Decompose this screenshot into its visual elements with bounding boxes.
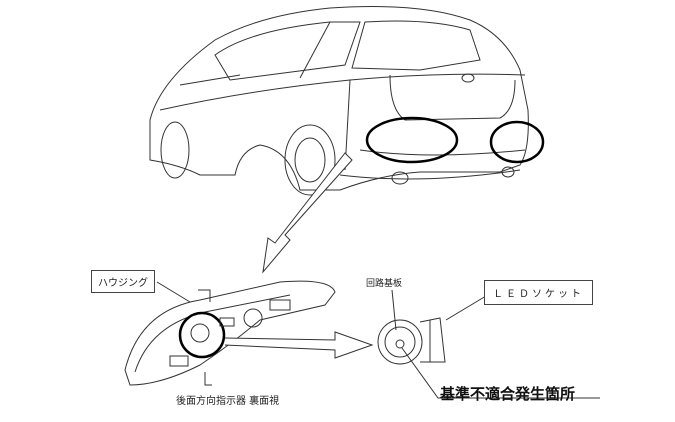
arrow-right bbox=[224, 331, 374, 359]
highlight-circle-right bbox=[489, 120, 545, 164]
arrow-down bbox=[262, 152, 353, 274]
housing-leader bbox=[156, 281, 191, 303]
socket-leader bbox=[445, 295, 487, 321]
housing-label: ハウジング bbox=[91, 270, 155, 293]
car-drawing bbox=[149, 6, 529, 196]
led-socket-label: ＬＥＤソケット bbox=[484, 280, 593, 305]
board-leader bbox=[391, 289, 397, 331]
turn-signal-lamp-drawing bbox=[124, 280, 336, 386]
circuit-board-label: 回路基板 bbox=[366, 279, 403, 289]
caption: 後面方向指示器 裏面視 bbox=[176, 396, 280, 407]
defect-leader bbox=[401, 347, 600, 399]
defect-location-label: 基準不適合発生箇所 bbox=[440, 385, 576, 403]
led-socket-drawing bbox=[377, 317, 446, 365]
highlight-circle-left bbox=[365, 116, 459, 164]
